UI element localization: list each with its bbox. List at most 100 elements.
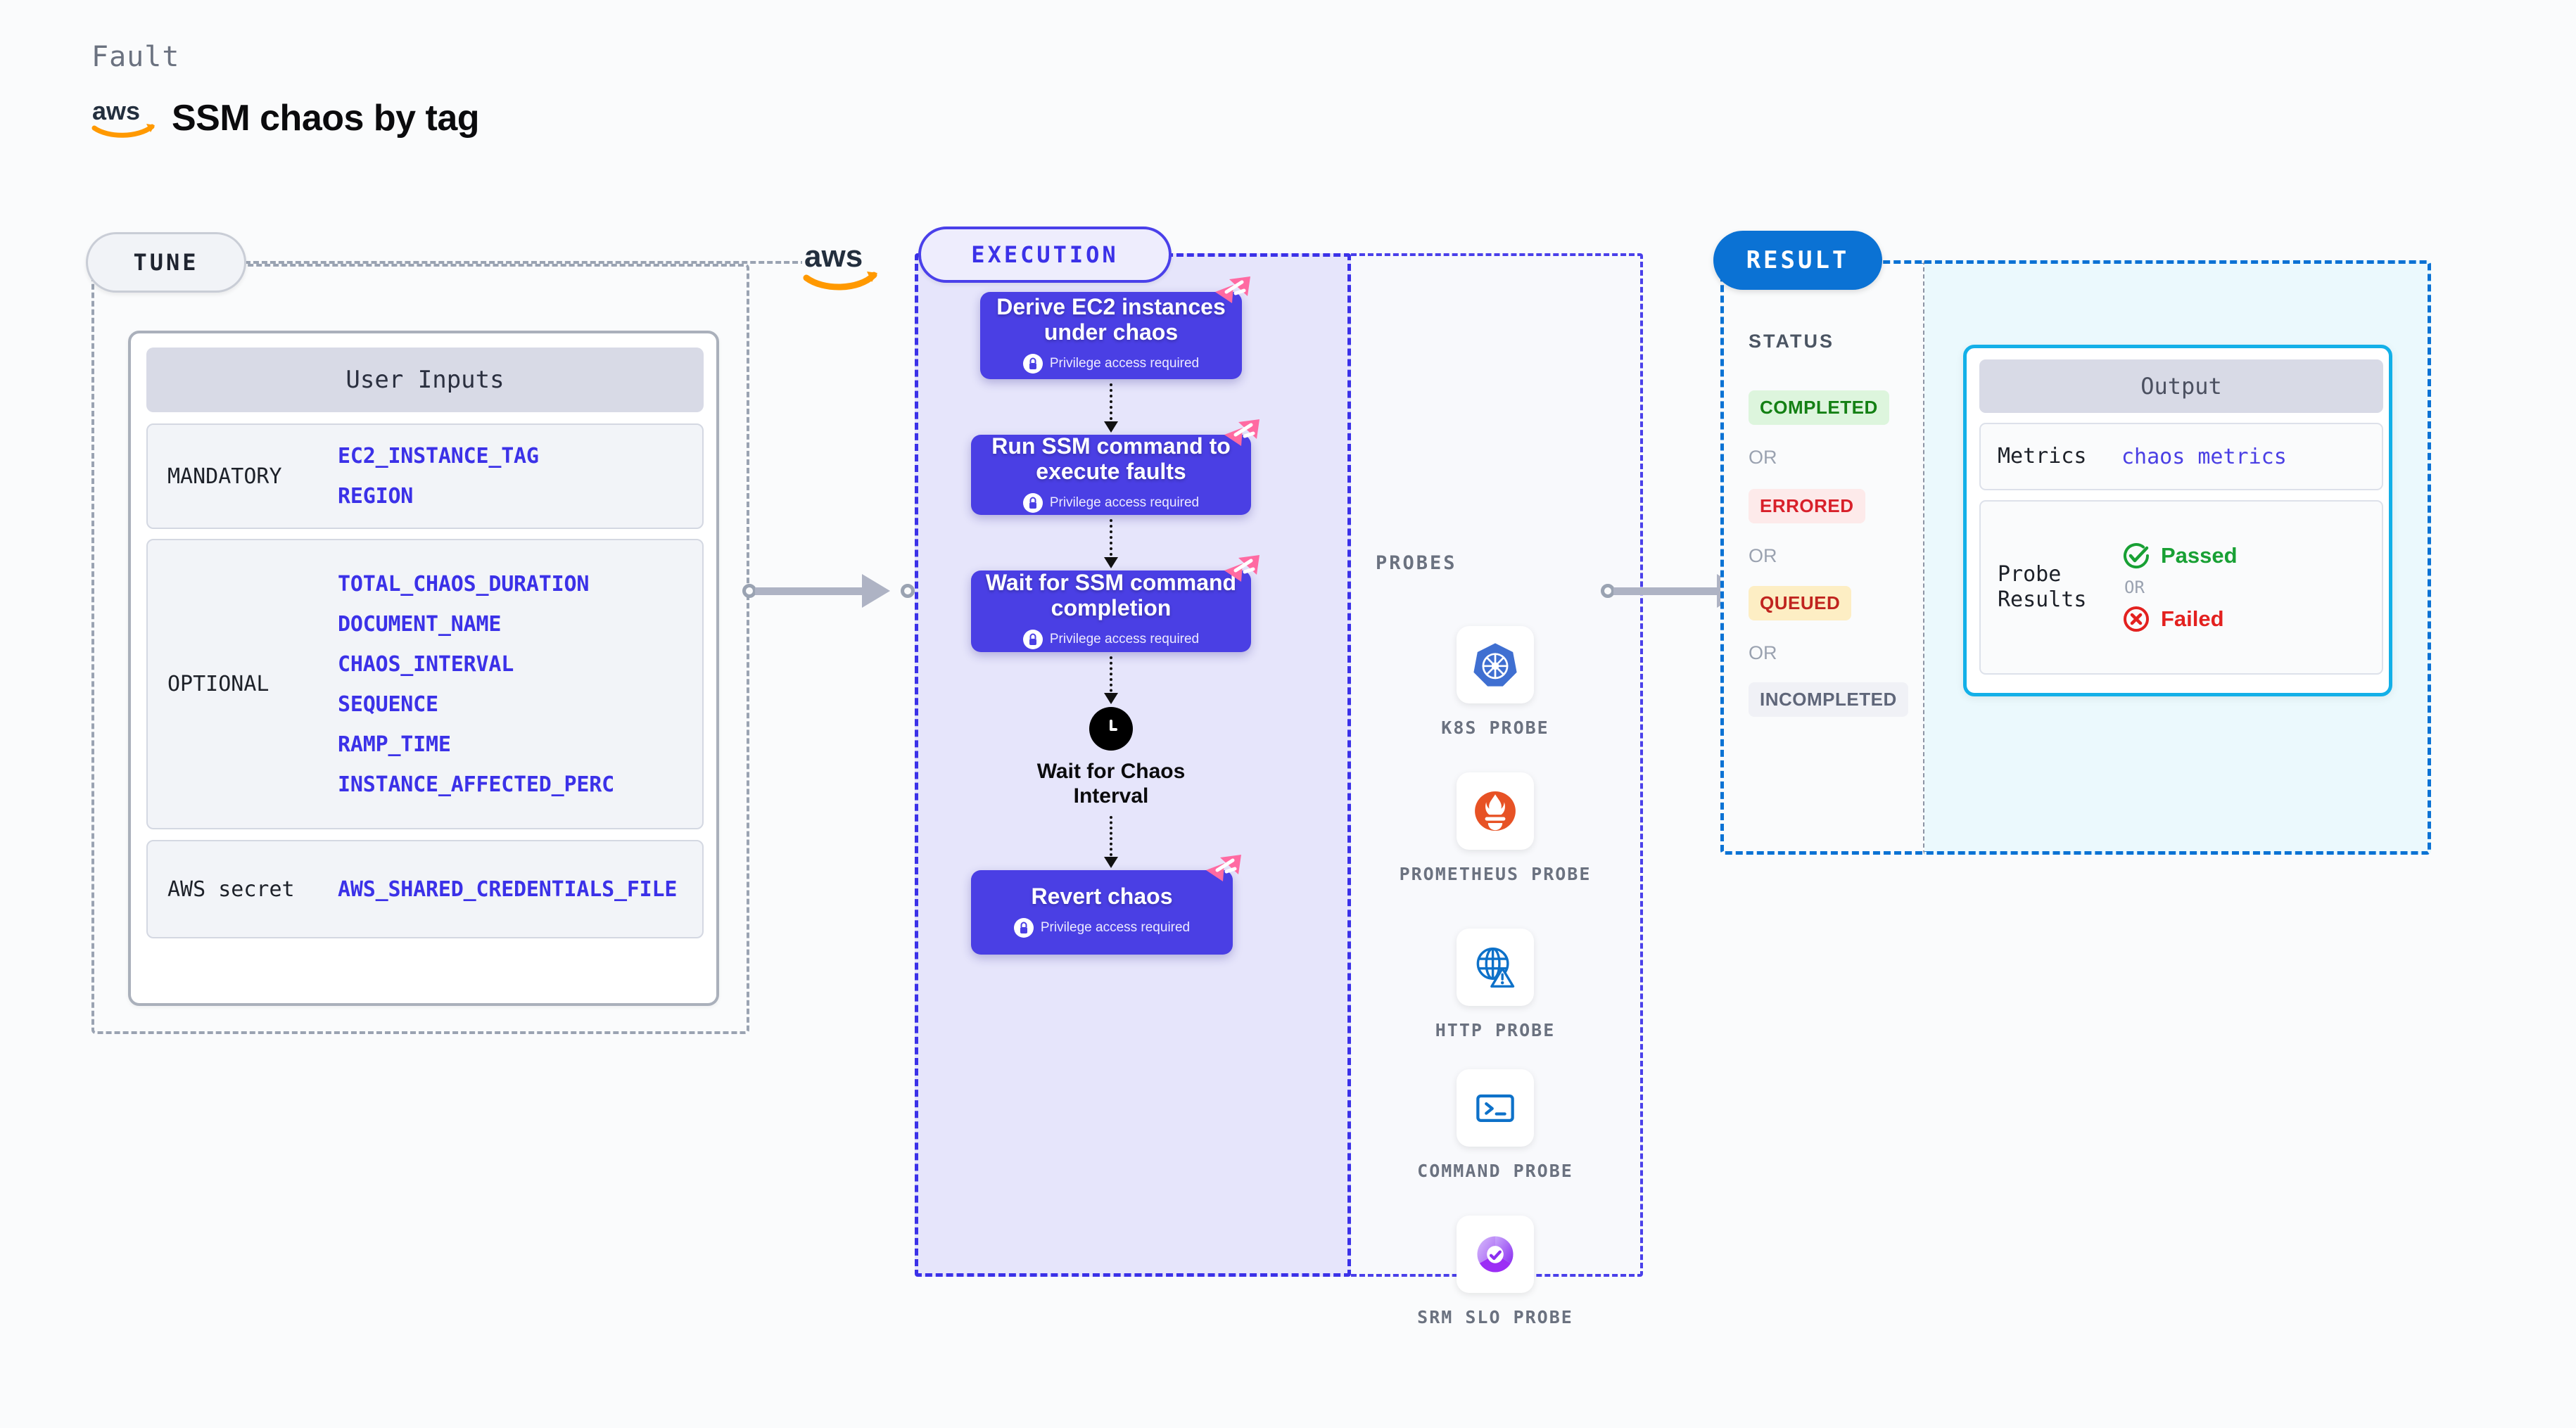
group-label: MANDATORY [167, 464, 282, 489]
step-connector [1104, 816, 1118, 868]
output-card: Output Metrics chaos metrics Probe Resul… [1963, 345, 2392, 696]
group-variable-list: AWS_SHARED_CREDENTIALS_FILE [338, 877, 677, 902]
execution-step[interactable]: Wait for SSM command completion Privileg… [971, 555, 1260, 652]
or-separator: OR [1749, 545, 1777, 566]
step-title: Derive EC2 instances under chaos [996, 294, 1226, 345]
probe-srm-slo[interactable]: SRM SLO PROBE [1393, 1216, 1597, 1330]
group-variable-list: EC2_INSTANCE_TAG REGION [338, 444, 539, 509]
tune-panel: TUNE aws User Inputs MANDATORY EC2_INSTA… [86, 232, 880, 1034]
probes-title: PROBES [1376, 552, 1457, 574]
privilege-text: Privilege access required [1049, 495, 1200, 510]
execution-panel-border [915, 253, 1351, 1277]
probe-label: K8S PROBE [1441, 718, 1549, 738]
terminal-icon [1457, 1069, 1534, 1147]
execution-step[interactable]: Run SSM command to execute faults Privil… [971, 419, 1260, 515]
lock-icon [1022, 629, 1043, 649]
step-title: Wait for SSM command completion [985, 570, 1237, 620]
page-header: Fault aws SSM chaos by tag [91, 41, 480, 139]
execution-panel: EXECUTION Derive EC2 instances under cha… [915, 227, 1643, 1327]
clock-icon [1089, 707, 1133, 751]
or-separator: OR [1749, 642, 1777, 663]
execution-step-revert[interactable]: Revert chaos Privilege access required [971, 855, 1241, 955]
lock-icon [1013, 917, 1034, 938]
probe-label: SRM SLO PROBE [1417, 1307, 1573, 1327]
connector-arrowhead [862, 574, 890, 608]
step-title: Run SSM command to execute faults [991, 433, 1231, 484]
passed-label: Passed [2161, 543, 2238, 568]
output-row-probe-results: Probe Results Passed OR Failed [1979, 500, 2383, 675]
execution-pill-label[interactable]: EXECUTION [918, 227, 1172, 283]
srm-slo-icon [1457, 1216, 1534, 1293]
svg-text:aws: aws [92, 98, 140, 125]
variable-item[interactable]: EC2_INSTANCE_TAG [338, 444, 539, 468]
connector-dot [1601, 584, 1615, 598]
privilege-note: Privilege access required [1013, 917, 1191, 938]
page-kicker: Fault [91, 41, 180, 73]
privilege-text: Privilege access required [1040, 919, 1191, 935]
output-row-metrics: Metrics chaos metrics [1979, 423, 2383, 490]
input-group-aws-secret: AWS secret AWS_SHARED_CREDENTIALS_FILE [146, 840, 704, 938]
output-title: Output [1979, 359, 2383, 413]
aws-logo-icon: aws [802, 236, 880, 293]
metrics-value[interactable]: chaos metrics [2121, 444, 2287, 469]
probe-result-passed: Passed [2121, 541, 2238, 570]
or-separator: OR [2124, 578, 2145, 597]
probe-results-label: Probe Results [1998, 562, 2087, 612]
or-separator: OR [1749, 447, 1777, 468]
input-group-mandatory: MANDATORY EC2_INSTANCE_TAG REGION [146, 423, 704, 529]
variable-item[interactable]: RAMP_TIME [338, 732, 451, 757]
user-inputs-title: User Inputs [146, 348, 704, 412]
privilege-text: Privilege access required [1049, 355, 1200, 371]
variable-item[interactable]: SEQUENCE [338, 691, 438, 717]
status-badge-queued: QUEUED [1749, 586, 1852, 620]
check-circle-icon [2124, 543, 2150, 569]
privilege-text: Privilege access required [1049, 631, 1200, 646]
execution-step[interactable]: Derive EC2 instances under chaos Privile… [980, 276, 1250, 379]
x-circle-icon [2124, 606, 2149, 632]
step-connector [1104, 656, 1118, 704]
svg-text:aws: aws [804, 239, 863, 274]
connector-tune-to-execution [742, 570, 925, 612]
variable-item[interactable]: INSTANCE_AFFECTED_PERC [338, 772, 614, 797]
user-inputs-card: User Inputs MANDATORY EC2_INSTANCE_TAG R… [128, 331, 719, 1006]
connector-dot [901, 584, 915, 598]
prometheus-icon [1457, 772, 1534, 850]
status-title: STATUS [1749, 331, 1834, 352]
group-label: AWS secret [167, 876, 295, 902]
privilege-note: Privilege access required [1022, 492, 1200, 513]
failed-label: Failed [2161, 606, 2224, 631]
probe-k8s[interactable]: K8S PROBE [1393, 626, 1597, 740]
status-badge-errored: ERRORED [1749, 489, 1865, 523]
probe-command[interactable]: COMMAND PROBE [1393, 1069, 1597, 1183]
probe-label: HTTP PROBE [1435, 1020, 1556, 1040]
lock-icon [1022, 353, 1043, 374]
connector-shaft [755, 587, 882, 595]
connector-dot [742, 584, 756, 598]
probe-label: COMMAND PROBE [1417, 1161, 1573, 1181]
step-connector [1104, 519, 1118, 568]
probe-http[interactable]: HTTP PROBE [1393, 929, 1597, 1043]
probe-result-failed: Failed [2121, 604, 2238, 634]
step-connector [1104, 383, 1118, 433]
metrics-label: Metrics [1998, 444, 2087, 468]
privilege-note: Privilege access required [1022, 629, 1200, 649]
input-group-optional: OPTIONAL TOTAL_CHAOS_DURATION DOCUMENT_N… [146, 539, 704, 829]
probe-prometheus[interactable]: PROMETHEUS PROBE [1393, 772, 1597, 886]
title-row: aws SSM chaos by tag [91, 96, 480, 139]
tune-connector-line [245, 261, 815, 264]
aws-logo-icon: aws [91, 96, 158, 139]
kubernetes-icon [1457, 626, 1534, 703]
tune-pill-label[interactable]: TUNE [86, 232, 246, 293]
variable-item[interactable]: REGION [338, 484, 414, 509]
variable-item[interactable]: DOCUMENT_NAME [338, 611, 502, 637]
result-pill-label[interactable]: RESULT [1713, 231, 1882, 290]
variable-item[interactable]: AWS_SHARED_CREDENTIALS_FILE [338, 876, 678, 902]
variable-item[interactable]: CHAOS_INTERVAL [338, 651, 514, 677]
privilege-note: Privilege access required [1022, 353, 1200, 374]
group-variable-list: TOTAL_CHAOS_DURATION DOCUMENT_NAME CHAOS… [338, 572, 614, 797]
variable-item[interactable]: TOTAL_CHAOS_DURATION [338, 571, 590, 597]
status-badge-incompleted: INCOMPLETED [1749, 682, 1908, 717]
wait-node-label: Wait for Chaos Interval [1036, 760, 1186, 808]
probe-results-values: Passed OR Failed [2121, 541, 2238, 634]
probe-label: PROMETHEUS PROBE [1399, 864, 1592, 884]
